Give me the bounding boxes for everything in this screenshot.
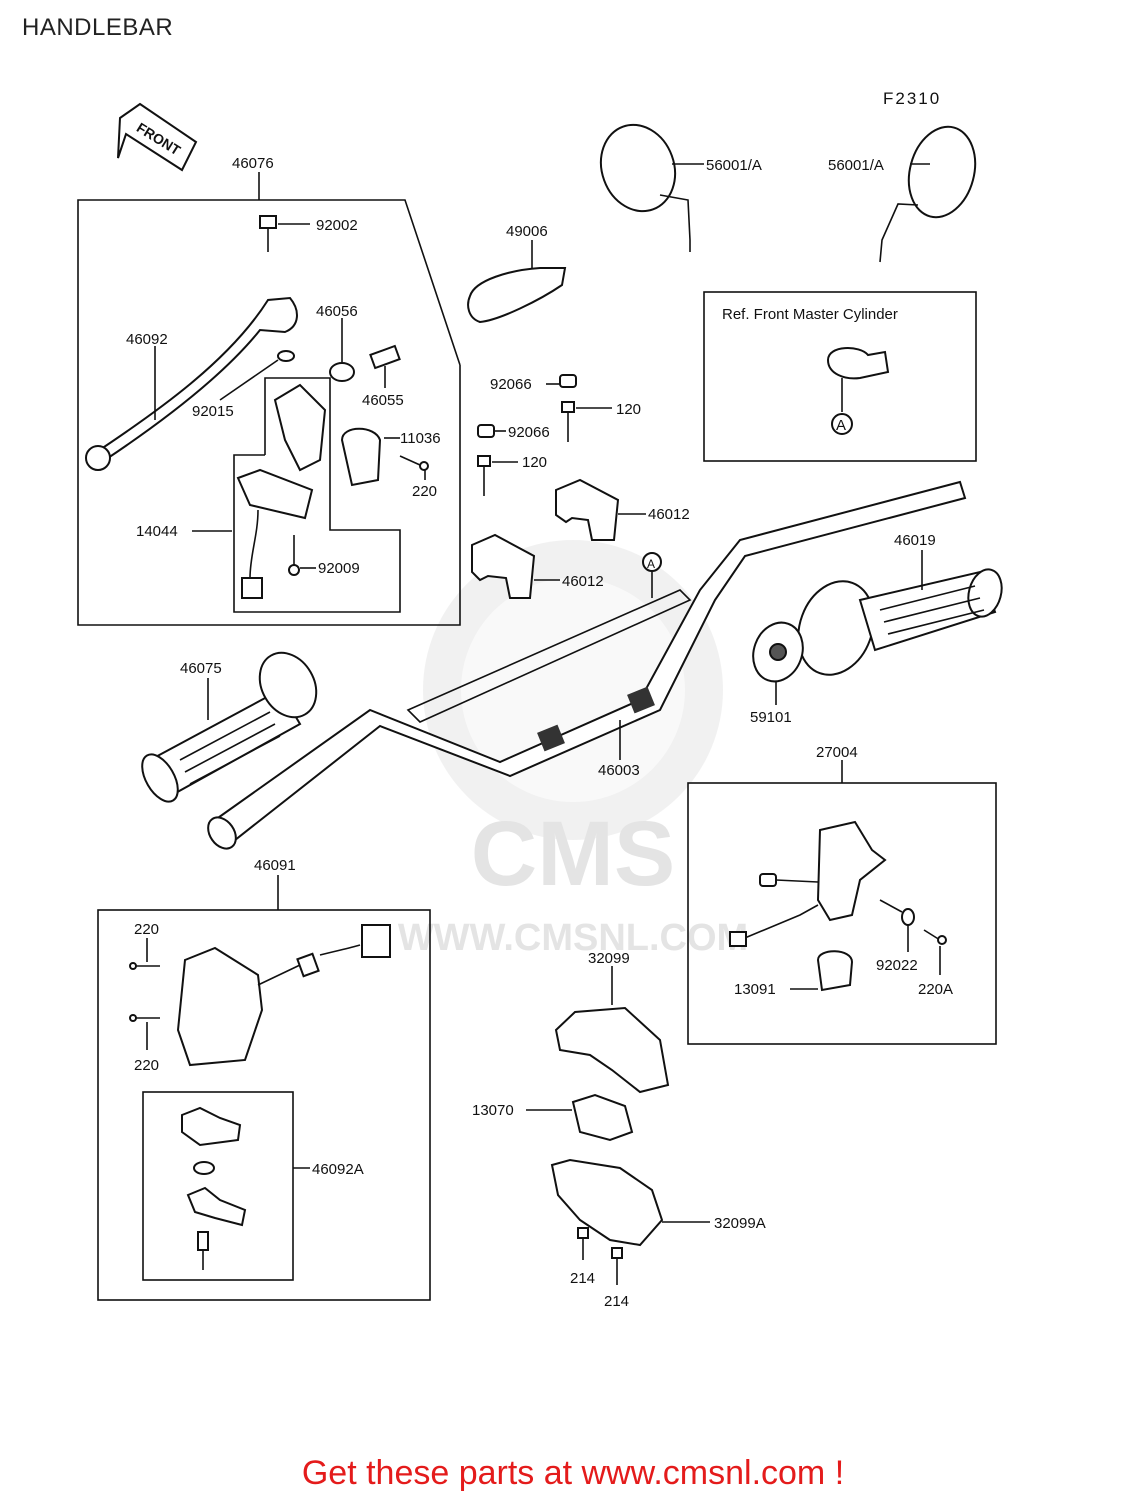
- label-46092: 46092: [126, 331, 168, 348]
- clamp-bolts: 92066 120 92066 120: [477, 374, 641, 496]
- page-title: HANDLEBAR: [22, 14, 174, 41]
- lever-cover-49006: 49006: [467, 223, 567, 324]
- label-220-left-bottom: 220: [134, 1057, 159, 1074]
- handlebar-holders: 46012 46012: [471, 478, 690, 599]
- master-cylinder-ref-box: Ref. Front Master Cylinder A: [703, 291, 977, 462]
- label-46092A: 46092A: [312, 1161, 364, 1178]
- handlebar-46003: A 46003: [207, 480, 967, 850]
- label-220-left-top: 220: [134, 921, 159, 938]
- right-switch-group-27004: 27004 92022 220A 13091: [687, 744, 997, 1045]
- watermark-url: WWW.CMSNL.COM: [398, 917, 748, 959]
- label-220A: 220A: [918, 981, 953, 998]
- throttle-pulley-59101: 59101: [750, 621, 804, 726]
- label-46056: 46056: [316, 303, 358, 320]
- label-46019: 46019: [894, 532, 936, 549]
- label-56001-left: 56001/A: [706, 157, 762, 174]
- label-46012-right: 46012: [648, 506, 690, 523]
- svg-text:A: A: [647, 557, 655, 571]
- clutch-switch: [236, 468, 314, 520]
- switch-housing-32099: 32099 13070 32099A 214 214: [472, 950, 766, 1310]
- label-220-upper: 220: [412, 483, 437, 500]
- label-59101: 59101: [750, 709, 792, 726]
- label-92066-lower: 92066: [508, 424, 550, 441]
- label-92066-upper: 92066: [490, 376, 532, 393]
- label-92002: 92002: [316, 217, 358, 234]
- ref-marker-a: A: [836, 417, 846, 434]
- label-46055: 46055: [362, 392, 404, 409]
- starter-switch: [816, 820, 887, 922]
- label-32099: 32099: [588, 950, 630, 967]
- mirrors: 56001/A 56001/A: [599, 123, 977, 263]
- front-arrow-icon: FRONT: [117, 102, 198, 172]
- label-46075: 46075: [180, 660, 222, 677]
- lever-bracket: [273, 383, 327, 472]
- watermark-logo: CMS: [471, 803, 675, 905]
- footer-cta-link[interactable]: Get these parts at www.cmsnl.com !: [301, 1454, 845, 1492]
- label-11036: 11036: [400, 430, 441, 447]
- label-214-left: 214: [570, 1270, 595, 1287]
- ref-box-label: Ref. Front Master Cylinder: [722, 306, 898, 323]
- label-120-lower: 120: [522, 454, 547, 471]
- throttle-grip-46019: 46019: [797, 532, 1003, 676]
- clutch-lever: [89, 296, 298, 462]
- bolt-92002: [259, 215, 310, 252]
- label-32099A: 32099A: [714, 1215, 766, 1232]
- label-46076: 46076: [232, 155, 274, 172]
- label-214-right: 214: [604, 1293, 629, 1310]
- lever-assembly-group: 46076 92002 46092 92015 46056 46055 1103…: [77, 155, 461, 626]
- label-92015: 92015: [192, 403, 234, 420]
- label-56001-right: 56001/A: [828, 157, 884, 174]
- label-13070: 13070: [472, 1102, 514, 1119]
- label-27004: 27004: [816, 744, 858, 761]
- label-14044: 14044: [136, 523, 178, 540]
- label-49006: 49006: [506, 223, 548, 240]
- label-92022: 92022: [876, 957, 918, 974]
- label-120-upper: 120: [616, 401, 641, 418]
- label-13091: 13091: [734, 981, 776, 998]
- label-92009: 92009: [318, 560, 360, 577]
- left-switch-group-46091: 46091 220 220 46092A: [97, 857, 431, 1301]
- handlebar-switch: [176, 946, 264, 1067]
- label-46003: 46003: [598, 762, 640, 779]
- figure-code: F2310: [883, 89, 941, 108]
- label-46091: 46091: [254, 857, 296, 874]
- left-grip-46075: 46075: [141, 651, 318, 803]
- label-46012-left: 46012: [562, 573, 604, 590]
